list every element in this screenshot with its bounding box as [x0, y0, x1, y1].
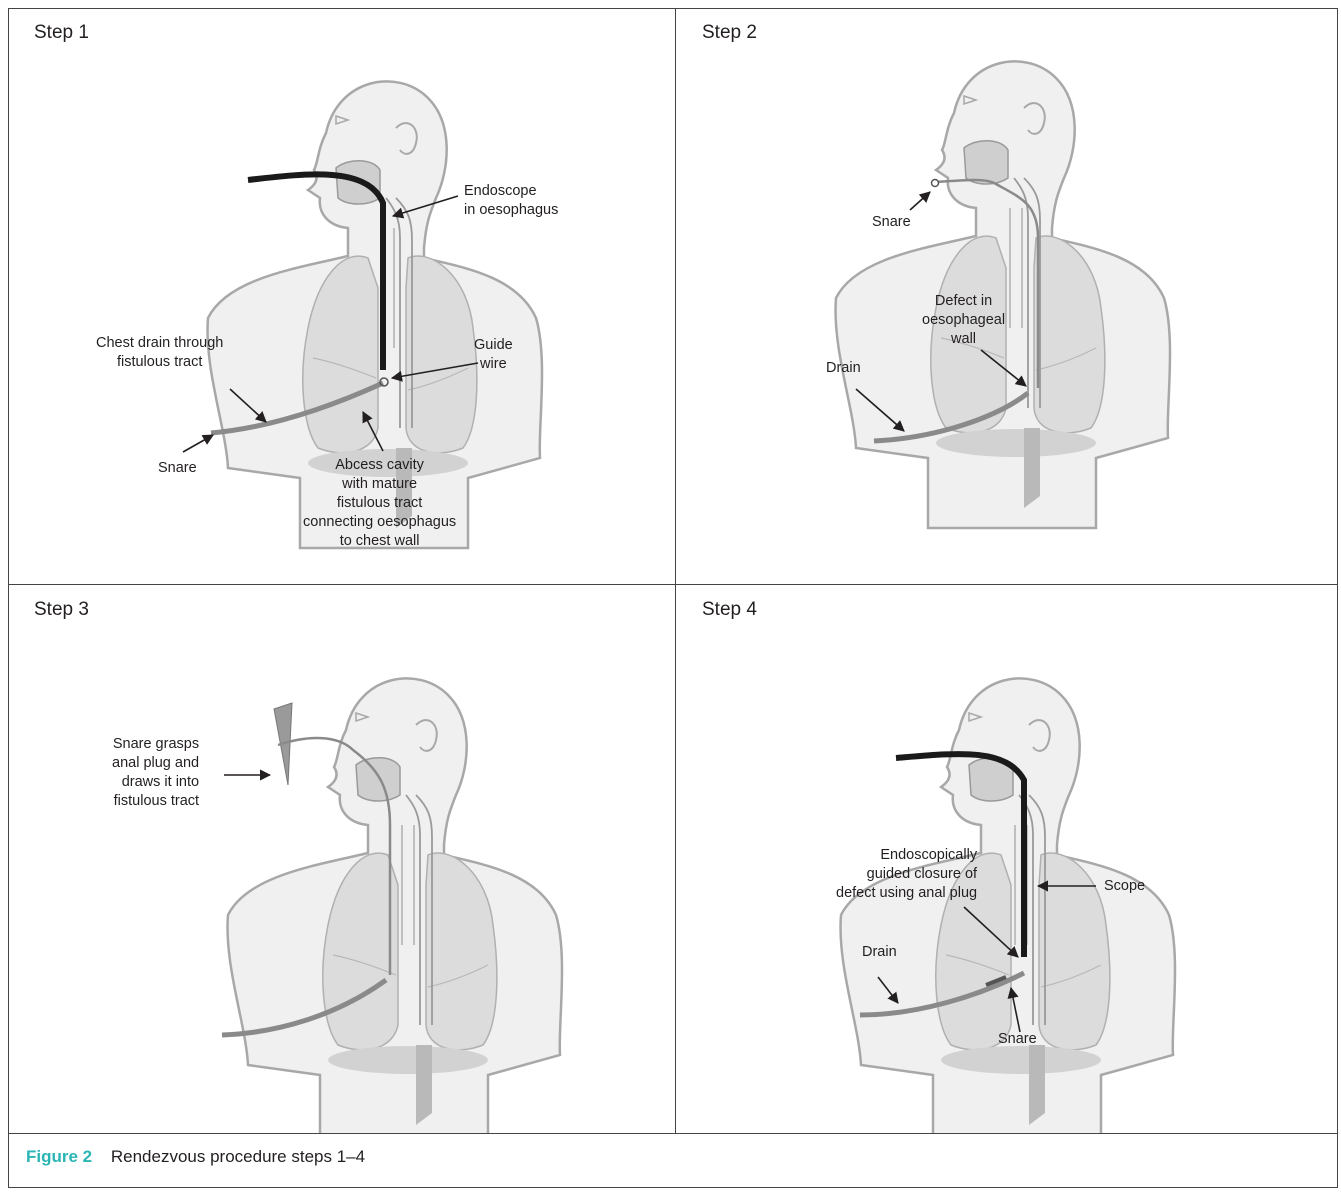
label-scope: Scope	[1104, 877, 1145, 896]
label-snare: Snare	[872, 213, 911, 232]
label-snare: Snare	[998, 1030, 1037, 1049]
label-snare: Snare	[158, 459, 197, 478]
figure-caption-text: Rendezvous procedure steps 1–4	[111, 1147, 365, 1166]
label-drain: Drain	[826, 359, 861, 378]
figure-number: Figure 2	[26, 1147, 92, 1166]
label-drain: Drain	[862, 943, 897, 962]
step-2-illustration	[676, 8, 1338, 584]
step-3-illustration	[8, 585, 675, 1133]
figure-caption: Figure 2 Rendezvous procedure steps 1–4	[26, 1147, 365, 1167]
step-4-illustration	[676, 585, 1338, 1133]
caption-divider	[8, 1133, 1338, 1134]
